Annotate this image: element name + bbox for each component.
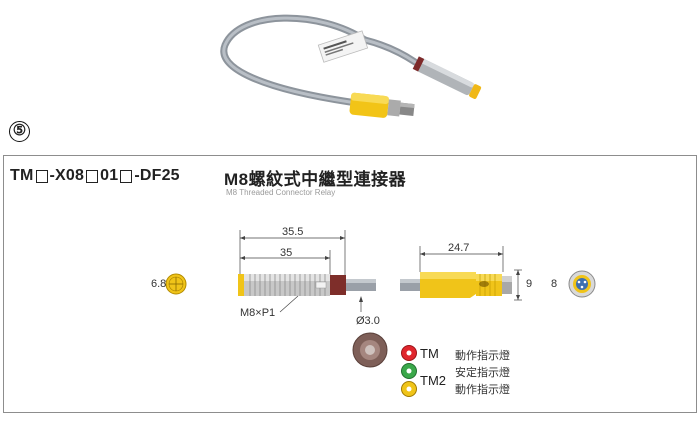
- dim-overall-length: 35.5: [282, 226, 304, 238]
- title-chinese: M8螺紋式中繼型連接器: [224, 170, 407, 189]
- model-placeholder-box: [86, 169, 99, 183]
- spec-frame: [3, 155, 697, 413]
- model-part-1: TM: [10, 167, 34, 184]
- connector-side-view: [400, 272, 512, 298]
- legend-tag-tm2: TM2: [420, 373, 446, 388]
- cable-cross-section: [352, 332, 388, 368]
- dim-connector-height: 9: [526, 278, 533, 290]
- dim-thread-label: M8×P1: [240, 307, 276, 319]
- dim-connector-face: 8: [551, 278, 558, 290]
- sensor-side-view: [238, 274, 376, 296]
- legend-tag-tm: TM: [420, 346, 439, 361]
- dim-connector-length: 24.7: [448, 242, 470, 254]
- dim-cable-diameter: Ø3.0: [356, 315, 380, 327]
- model-placeholder-box: [35, 169, 48, 183]
- model-part-3: 01: [100, 167, 119, 184]
- legend-text-stable: 安定指示燈: [455, 367, 510, 379]
- sensor-front-view: [165, 273, 187, 295]
- model-part-4: -DF25: [134, 167, 180, 184]
- legend-text-action-2: 動作指示燈: [455, 384, 510, 396]
- model-part-2: -X08: [49, 167, 85, 184]
- title-english: M8 Threaded Connector Relay: [226, 188, 336, 197]
- sensor-dimension-lines: [239, 230, 346, 276]
- model-number: TM -X08 01 -DF25: [10, 167, 180, 185]
- thread-leader: [279, 295, 299, 313]
- connector-face-view: [568, 270, 596, 298]
- legend-dots: [401, 345, 417, 397]
- model-placeholder-box: [120, 169, 133, 183]
- section-number: ⑤: [9, 121, 30, 142]
- dim-thread-length: 35: [280, 247, 293, 259]
- dim-front-diameter: 6.8: [151, 278, 167, 290]
- legend-text-action-1: 動作指示燈: [455, 350, 510, 362]
- product-photo: [220, 14, 482, 118]
